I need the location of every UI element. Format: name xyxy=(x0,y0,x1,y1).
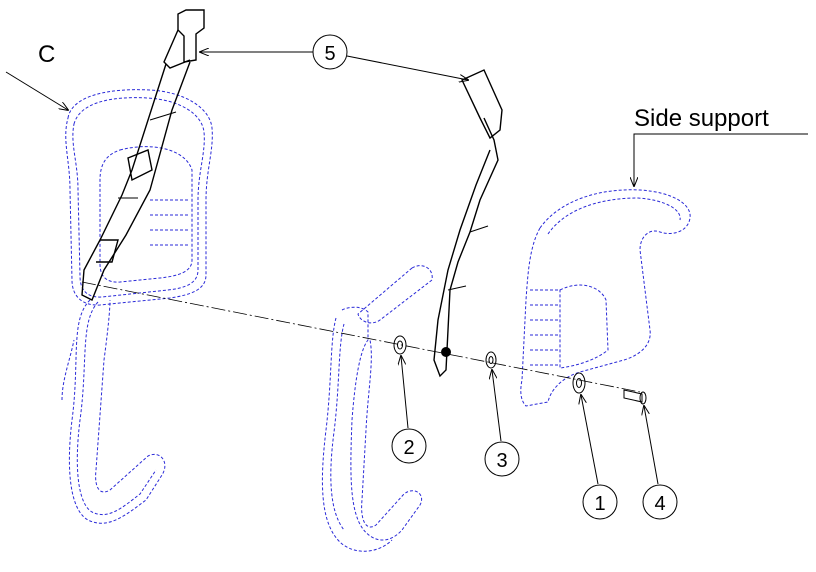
center-side-support xyxy=(321,265,433,552)
callout-4-circle xyxy=(642,484,678,520)
right-strap xyxy=(433,69,503,378)
callout-5-leader-right xyxy=(346,55,468,80)
callout-4-leader xyxy=(644,406,659,485)
callout-2-number: 2 xyxy=(403,437,414,459)
right-side-support xyxy=(520,189,691,407)
callout-3-number: 3 xyxy=(496,450,507,472)
view-c-arrow xyxy=(5,71,68,110)
callout-1-leader xyxy=(581,395,599,485)
callout-3-leader xyxy=(492,370,502,442)
callout-2-circle xyxy=(391,428,427,464)
callout-1-circle xyxy=(582,484,618,520)
assembly-axis xyxy=(81,281,641,393)
side-support-leader xyxy=(634,133,808,186)
left-strap xyxy=(81,9,205,301)
bolt-part-4 xyxy=(623,389,647,405)
left-side-support xyxy=(61,89,213,524)
washer-part-1 xyxy=(572,372,586,394)
callout-3-circle xyxy=(484,441,520,477)
callout-2-leader xyxy=(401,356,409,429)
side-support-label: Side support xyxy=(634,105,769,132)
callout-5-number: 5 xyxy=(324,43,335,65)
view-label-c: C xyxy=(38,41,55,68)
washer-part-2 xyxy=(393,335,407,355)
callout-4-number: 4 xyxy=(654,493,665,515)
washer-part-3 xyxy=(485,351,497,369)
callout-5-circle xyxy=(312,34,348,70)
callout-1-number: 1 xyxy=(594,493,605,515)
